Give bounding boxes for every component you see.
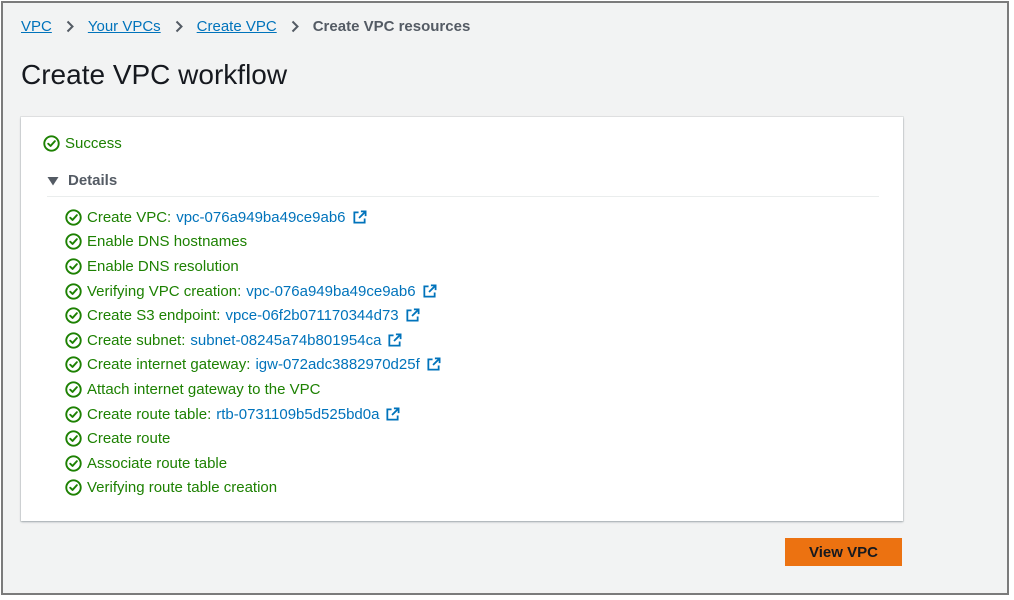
- check-circle-icon: [65, 479, 82, 497]
- view-vpc-button[interactable]: View VPC: [785, 538, 902, 566]
- check-circle-icon: [43, 135, 60, 152]
- page-title: Create VPC workflow: [21, 59, 288, 90]
- step-resource-link[interactable]: subnet-08245a74b801954ca: [190, 331, 382, 349]
- details-toggle[interactable]: Details: [47, 172, 879, 197]
- breadcrumb-create-vpc[interactable]: Create VPC: [196, 18, 277, 35]
- step-text: Enable DNS hostnames: [87, 233, 248, 251]
- step-item: Enable DNS resolution: [65, 254, 441, 279]
- step-item: Create route table: rtb-0731109b5d525bd0…: [65, 402, 441, 427]
- external-link-icon[interactable]: [405, 308, 420, 323]
- step-text: Create route table:: [87, 405, 212, 423]
- step-item: Enable DNS hostnames: [65, 230, 441, 255]
- external-link-icon[interactable]: [426, 357, 441, 372]
- step-item: Create subnet: subnet-08245a74b801954ca: [65, 328, 441, 353]
- step-item: Create internet gateway: igw-072adc38829…: [65, 353, 441, 378]
- external-link-icon[interactable]: [422, 284, 437, 299]
- breadcrumb-your-vpcs[interactable]: Your VPCs: [87, 18, 161, 35]
- step-text: Create internet gateway:: [87, 356, 251, 374]
- check-circle-icon: [65, 405, 82, 423]
- step-text: Create subnet:: [87, 331, 186, 349]
- step-resource-link[interactable]: igw-072adc3882970d25f: [255, 356, 420, 374]
- breadcrumb-current: Create VPC resources: [312, 18, 471, 35]
- step-list: Create VPC: vpc-076a949ba49ce9ab6 Enable…: [65, 205, 441, 500]
- success-status: Success: [43, 135, 122, 152]
- step-text: Create VPC:: [87, 208, 172, 226]
- step-item: Verifying route table creation: [65, 476, 441, 501]
- breadcrumb: VPC Your VPCs Create VPC Create VPC reso…: [21, 18, 470, 35]
- step-resource-link[interactable]: vpce-06f2b071170344d73: [225, 307, 399, 325]
- step-item: Verifying VPC creation: vpc-076a949ba49c…: [65, 279, 441, 304]
- workflow-panel: Success Details Create VPC: vpc-076a949b…: [21, 117, 903, 521]
- breadcrumb-vpc[interactable]: VPC: [21, 18, 52, 35]
- step-item: Attach internet gateway to the VPC: [65, 377, 441, 402]
- external-link-icon[interactable]: [352, 210, 367, 225]
- check-circle-icon: [65, 209, 82, 226]
- step-item: Create S3 endpoint: vpce-06f2b071170344d…: [65, 303, 441, 328]
- step-item: Create route: [65, 426, 441, 451]
- caret-down-icon: [47, 176, 59, 185]
- step-text: Create route: [87, 430, 171, 448]
- step-resource-link[interactable]: vpc-076a949ba49ce9ab6: [246, 282, 416, 300]
- step-item: Create VPC: vpc-076a949ba49ce9ab6: [65, 205, 441, 230]
- chevron-right-icon: [66, 20, 74, 33]
- check-circle-icon: [65, 356, 82, 374]
- details-label: Details: [68, 172, 118, 189]
- check-circle-icon: [65, 332, 82, 349]
- check-circle-icon: [65, 430, 82, 447]
- check-circle-icon: [65, 307, 82, 324]
- step-text: Create S3 endpoint:: [87, 307, 221, 325]
- external-link-icon[interactable]: [387, 333, 402, 348]
- check-circle-icon: [65, 233, 82, 251]
- step-text: Associate route table: [87, 454, 228, 472]
- check-circle-icon: [65, 282, 82, 300]
- external-link-icon[interactable]: [385, 407, 400, 422]
- step-text: Attach internet gateway to the VPC: [87, 380, 321, 398]
- step-text: Enable DNS resolution: [87, 257, 239, 275]
- step-text: Verifying route table creation: [87, 479, 278, 497]
- step-item: Associate route table: [65, 451, 441, 476]
- step-text: Verifying VPC creation:: [87, 282, 242, 300]
- check-circle-icon: [65, 258, 82, 275]
- step-resource-link[interactable]: rtb-0731109b5d525bd0a: [216, 405, 380, 423]
- step-resource-link[interactable]: vpc-076a949ba49ce9ab6: [176, 208, 346, 226]
- chevron-right-icon: [175, 20, 183, 33]
- success-label: Success: [65, 135, 122, 152]
- chevron-right-icon: [291, 20, 299, 33]
- check-circle-icon: [65, 381, 82, 398]
- check-circle-icon: [65, 455, 82, 472]
